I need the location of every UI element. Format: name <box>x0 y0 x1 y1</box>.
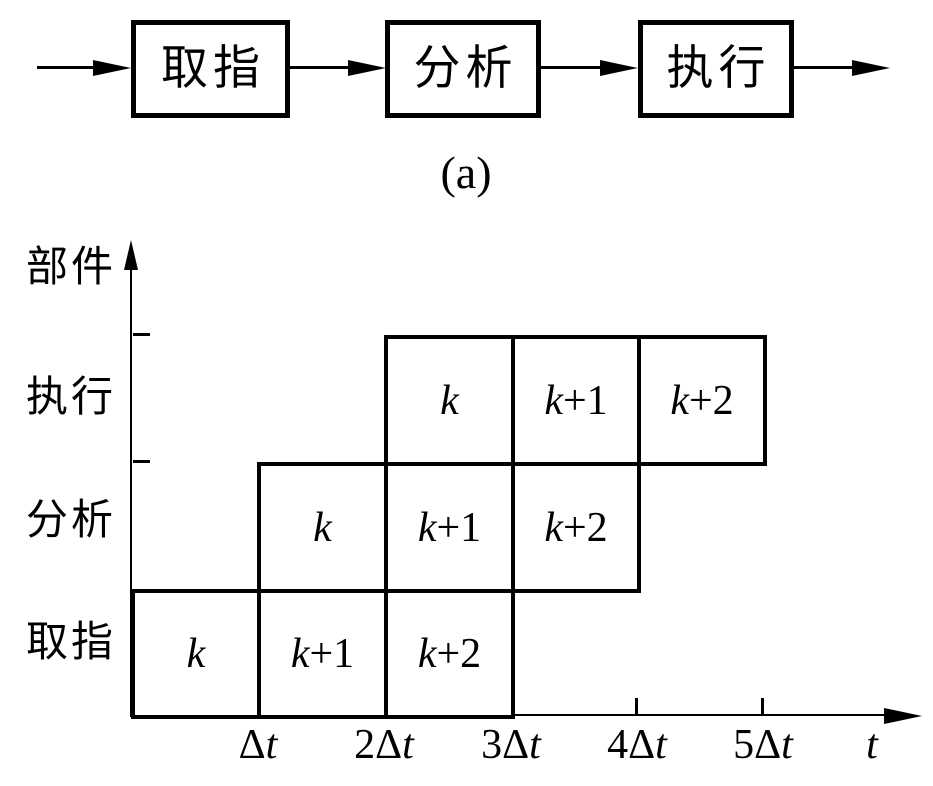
x-tick-label-3dt: 3Δt <box>481 724 541 766</box>
cell-execute-k2: k+2 <box>637 335 767 466</box>
stage-box-decode-label: 分析 <box>413 42 518 95</box>
tick-coefficient: 2Δ <box>354 722 403 768</box>
tick-coefficient: 5Δ <box>733 722 782 768</box>
input-arrow-head-icon <box>93 60 131 76</box>
fetch-to-decode-arrow-line <box>290 66 350 69</box>
cell-label: k <box>417 504 437 551</box>
cell-decode-k: k <box>257 462 388 593</box>
tick-t: t <box>781 722 793 768</box>
tick-t: t <box>265 722 278 768</box>
cell-fetch-k1: k+1 <box>257 589 388 719</box>
output-arrow-head-icon <box>852 60 890 76</box>
decode-to-execute-arrow-line <box>541 66 602 69</box>
y-axis-label: 部件 <box>26 245 117 291</box>
row-label-execute: 执行 <box>26 375 117 421</box>
cell-label: k <box>544 377 563 424</box>
y-axis-arrow-head-icon <box>124 240 138 270</box>
x-axis-tick-4dt <box>635 698 638 715</box>
cell-label: k <box>440 377 459 424</box>
x-axis-label: t <box>866 722 878 768</box>
row-label-fetch: 取指 <box>26 620 117 666</box>
cell-label: k <box>670 377 689 424</box>
cell-label-suffix: +2 <box>688 377 734 424</box>
tick-coefficient: 4Δ <box>607 722 656 768</box>
tick-t: t <box>655 722 667 768</box>
cell-label-suffix: +1 <box>309 631 355 677</box>
cell-label: k <box>186 631 206 677</box>
cell-label-suffix: +1 <box>562 377 608 424</box>
cell-decode-k1: k+1 <box>384 462 515 593</box>
cell-fetch-k: k <box>131 589 261 719</box>
diagram-caption: (a) <box>440 147 492 198</box>
tick-coefficient: Δ <box>238 722 266 768</box>
x-axis-arrow-head-icon <box>884 708 922 724</box>
cell-label: k <box>313 504 332 551</box>
stage-box-decode: 分析 <box>385 20 541 118</box>
y-axis-line <box>130 252 132 717</box>
fetch-to-decode-arrow-head-icon <box>348 60 386 76</box>
cell-label-suffix: +2 <box>436 631 482 677</box>
y-axis-tick-upper <box>133 333 150 336</box>
cell-label-suffix: +2 <box>562 504 608 551</box>
tick-t: t <box>529 722 541 768</box>
cell-decode-k2: k+2 <box>511 462 641 593</box>
stage-box-execute: 执行 <box>638 20 794 118</box>
x-tick-label-dt: Δt <box>239 724 278 766</box>
cell-label: k <box>417 631 437 677</box>
decode-to-execute-arrow-head-icon <box>600 60 638 76</box>
input-arrow-line <box>37 66 95 69</box>
x-tick-label-2dt: 2Δt <box>354 724 414 766</box>
cell-label-suffix: +1 <box>436 504 482 551</box>
cell-fetch-k2: k+2 <box>384 589 515 719</box>
stage-box-fetch-label: 取指 <box>161 42 265 95</box>
cell-execute-k: k <box>384 335 515 466</box>
stage-box-execute-label: 执行 <box>666 42 771 95</box>
stage-box-fetch: 取指 <box>131 20 290 118</box>
tick-coefficient: 3Δ <box>481 722 530 768</box>
row-label-decode: 分析 <box>26 498 117 544</box>
cell-label: k <box>290 631 310 677</box>
cell-execute-k1: k+1 <box>511 335 641 466</box>
tick-t: t <box>402 722 414 768</box>
x-tick-label-5dt: 5Δt <box>733 724 793 766</box>
x-axis-tick-5dt <box>761 698 764 715</box>
cell-label: k <box>544 504 563 551</box>
output-arrow-line <box>794 66 854 69</box>
x-tick-label-4dt: 4Δt <box>607 724 667 766</box>
y-axis-tick-lower <box>133 460 150 463</box>
